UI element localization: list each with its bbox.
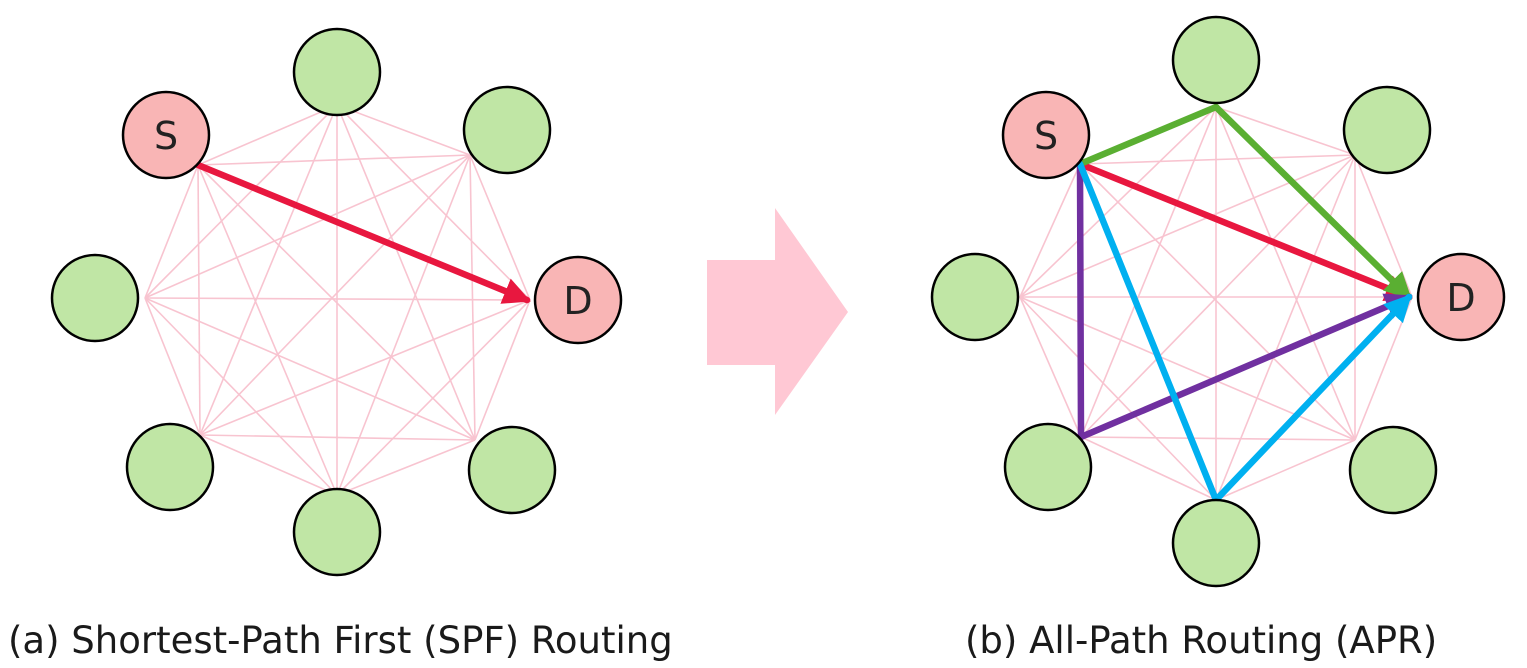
mesh-edge — [199, 154, 471, 436]
mesh-edge — [474, 299, 531, 441]
mesh-edge — [1080, 436, 1217, 501]
mesh-edge — [197, 164, 201, 436]
path-segment-3 — [1212, 293, 1413, 504]
node-bottom-left — [125, 422, 215, 512]
node-s: S — [121, 90, 211, 180]
mesh-edge — [199, 434, 338, 496]
path-segment-3 — [1076, 160, 1220, 504]
mesh-edge — [1080, 436, 1356, 441]
mesh-edge — [1019, 163, 1081, 298]
mesh-edge — [1079, 163, 1356, 441]
mesh-edge — [469, 154, 476, 441]
node-d: D — [533, 255, 623, 345]
nodes-spf: DS — [50, 27, 623, 577]
mesh-edge — [197, 104, 338, 166]
mesh-edge — [144, 104, 338, 299]
mesh-edge — [336, 104, 471, 156]
mesh-edge — [1215, 106, 1356, 156]
node-bottom-left — [1003, 422, 1093, 512]
mesh-edge — [1215, 106, 1356, 441]
mesh-edge — [469, 154, 531, 301]
node-s: S — [1001, 90, 1091, 180]
destination-label: D — [1446, 276, 1475, 320]
mesh-edge — [199, 434, 476, 441]
mesh-edge — [1215, 154, 1356, 501]
caption-apr: (b) All-Path Routing (APR) — [965, 619, 1437, 662]
node-left — [50, 253, 140, 343]
nodes-apr: DS — [930, 15, 1506, 588]
destination-label: D — [563, 279, 592, 323]
path-segment-2 — [1077, 293, 1413, 441]
path-segment-1 — [1212, 103, 1413, 301]
mesh-edge — [144, 297, 201, 436]
mesh-edge — [144, 297, 338, 496]
mesh-edge — [1080, 106, 1217, 438]
mesh-edge — [336, 104, 531, 301]
mesh-edge — [197, 164, 476, 441]
source-label: S — [1034, 114, 1058, 158]
node-bottom — [1171, 498, 1261, 588]
path-segment-1 — [1076, 103, 1220, 168]
mesh-edge — [336, 299, 531, 496]
node-d: D — [1416, 252, 1506, 342]
mesh-edge — [1019, 296, 1082, 438]
node-top-right — [1342, 85, 1432, 175]
mesh-edge — [144, 297, 531, 301]
node-bottom-right — [467, 425, 557, 515]
routing-paths-spf — [194, 161, 531, 304]
node-left — [930, 252, 1020, 342]
mesh-edge — [336, 154, 471, 496]
path-segment-2 — [1076, 160, 1085, 441]
mesh-edge — [1019, 154, 1356, 298]
node-top-right — [462, 85, 552, 175]
mesh-edge — [144, 297, 476, 441]
mesh-edge — [1079, 154, 1356, 165]
path-segment-0 — [194, 161, 531, 304]
mesh-edge — [1019, 296, 1217, 501]
mesh-edge — [197, 154, 471, 166]
node-top — [1171, 15, 1261, 105]
node-bottom-right — [1348, 425, 1438, 515]
routing-paths-apr — [1076, 103, 1413, 504]
source-label: S — [154, 114, 178, 158]
mesh-edge — [144, 164, 199, 299]
panel-spf: DS (a) Shortest-Path First (SPF) Routing — [8, 27, 673, 662]
caption-spf: (a) Shortest-Path First (SPF) Routing — [8, 619, 673, 662]
mesh-edge — [199, 299, 531, 436]
node-top — [292, 27, 382, 117]
mesh-edge — [1215, 439, 1356, 501]
mesh-edge — [336, 439, 476, 496]
mesh-edge — [197, 164, 338, 496]
node-bottom — [292, 487, 382, 577]
path-segment-0 — [1076, 160, 1413, 301]
mesh-edge — [336, 104, 476, 441]
transition-arrow-icon — [707, 208, 848, 415]
panel-apr: DS (b) All-Path Routing (APR) — [930, 15, 1506, 662]
